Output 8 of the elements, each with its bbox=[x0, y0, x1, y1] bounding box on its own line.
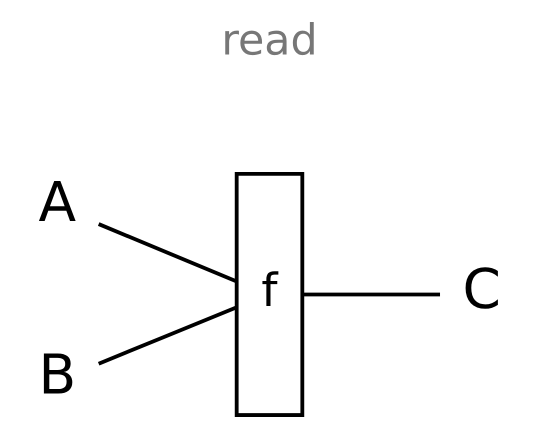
node-text: B bbox=[38, 342, 76, 406]
label: read bbox=[221, 16, 318, 66]
node-text: A bbox=[38, 170, 76, 234]
connector bbox=[98, 222, 238, 284]
connector bbox=[98, 306, 238, 366]
connector bbox=[302, 292, 440, 296]
node-text: C bbox=[462, 256, 501, 321]
node-box: f bbox=[234, 172, 304, 417]
